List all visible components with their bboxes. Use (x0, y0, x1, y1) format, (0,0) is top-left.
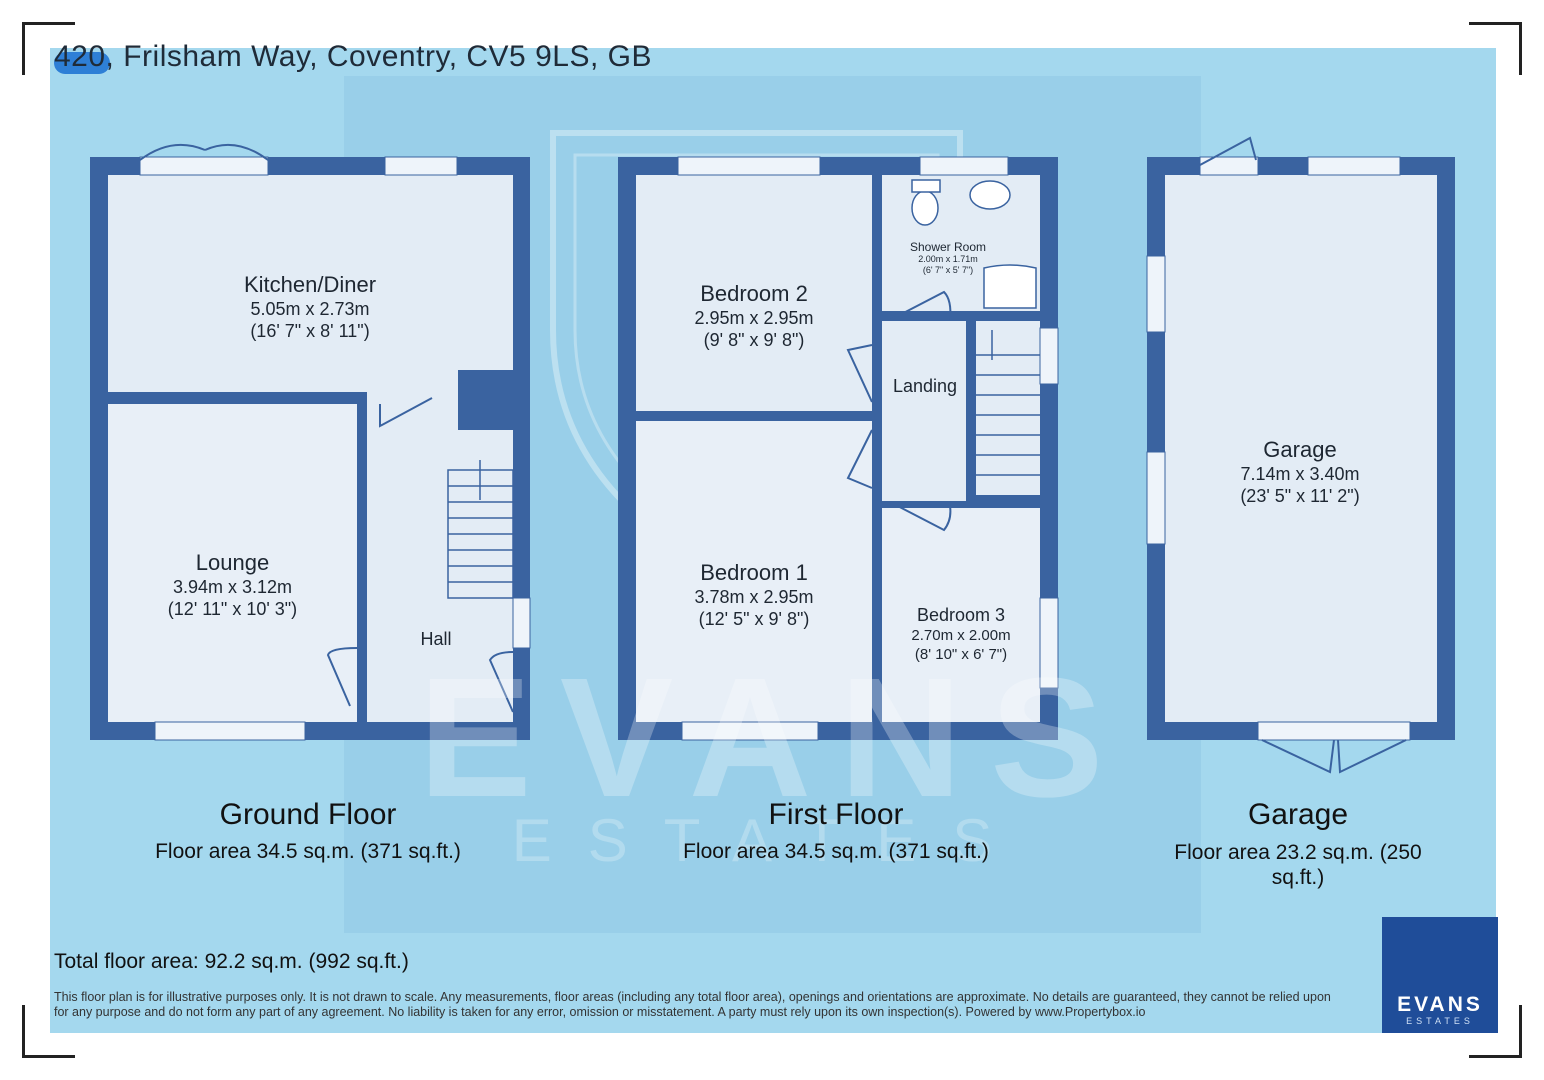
room-name: Landing (892, 376, 958, 396)
kitchen-room (108, 175, 513, 392)
room-imperial: (9' 8" x 9' 8") (703, 330, 805, 350)
room-bedroom-2-label: Bedroom 2 2.95m x 2.95m (9' 8" x 9' 8") (636, 281, 872, 351)
room-imperial: (12' 11" x 10' 3") (167, 599, 298, 619)
total-floor-area: Total floor area: 92.2 sq.m. (992 sq.ft.… (54, 950, 409, 973)
room-metric: 3.94m x 3.12m (172, 577, 293, 597)
watermark-subword: ESTATES (511, 807, 1029, 874)
room-shower-label: Shower Room 2.00m x 1.71m (6' 7" x 5' 7"… (888, 240, 1008, 276)
room-imperial: (12' 5" x 9' 8") (698, 609, 810, 629)
first-floor-plan (618, 156, 1059, 741)
room-landing-label: Landing (875, 375, 975, 397)
first-floor-area: Floor area 34.5 sq.m. (371 sq.ft.) (683, 840, 989, 863)
room-imperial: (23' 5" x 11' 2") (1240, 486, 1360, 506)
first-floor-title: First Floor (768, 798, 904, 831)
room-bedroom-1-label: Bedroom 1 3.78m x 2.95m (12' 5" x 9' 8") (636, 560, 872, 630)
room-bedroom-3-label: Bedroom 3 2.70m x 2.00m (8' 10" x 6' 7") (882, 604, 1040, 664)
room-name: Lounge (195, 550, 270, 575)
bedroom-3-room (882, 508, 1040, 722)
disclaimer-text: This floor plan is for illustrative purp… (54, 990, 1331, 1019)
room-metric: 2.00m x 1.71m (918, 254, 978, 264)
watermark-word: EVANS (418, 643, 1132, 833)
redaction-mark (54, 52, 110, 74)
crop-mark-top-right (1469, 22, 1522, 75)
garage-floor-title: Garage (1247, 798, 1349, 831)
room-imperial: (16' 7" x 8' 11") (250, 321, 370, 341)
room-imperial: (6' 7" x 5' 7") (922, 265, 974, 275)
room-kitchen-label: Kitchen/Diner 5.05m x 2.73m (16' 7" x 8'… (160, 272, 460, 342)
room-garage-label: Garage 7.14m x 3.40m (23' 5" x 11' 2") (1200, 437, 1400, 507)
hall-room (367, 404, 513, 722)
room-name: Hall (420, 629, 452, 649)
logo-subtitle: ESTATES (1406, 1016, 1474, 1026)
room-metric: 5.05m x 2.73m (250, 299, 370, 319)
ground-floor-area: Floor area 34.5 sq.m. (371 sq.ft.) (155, 840, 461, 863)
room-metric: 7.14m x 3.40m (1240, 464, 1360, 484)
logo-wordmark: EVANS (1397, 993, 1483, 1016)
room-lounge-label: Lounge 3.94m x 3.12m (12' 11" x 10' 3") (110, 550, 355, 620)
room-name: Kitchen/Diner (243, 272, 377, 297)
room-name: Bedroom 2 (700, 281, 808, 306)
bedroom-1-room (636, 421, 872, 722)
garage-plan (1146, 136, 1455, 774)
room-metric: 3.78m x 2.95m (694, 587, 814, 607)
property-address: 420, Frilsham Way, Coventry, CV5 9LS, GB (54, 40, 652, 73)
ground-floor-title: Ground Floor (219, 798, 397, 831)
room-name: Garage (1263, 437, 1337, 462)
garage-room (1165, 175, 1437, 722)
room-name: Shower Room (909, 240, 987, 254)
room-metric: 2.95m x 2.95m (694, 308, 814, 328)
room-imperial: (8' 10" x 6' 7") (914, 646, 1008, 663)
evans-estates-logo: EVANS ESTATES (1382, 917, 1498, 1033)
room-metric: 2.70m x 2.00m (911, 627, 1011, 644)
room-name: Bedroom 3 (916, 605, 1006, 625)
crop-mark-top-left (22, 22, 75, 75)
room-name: Bedroom 1 (700, 560, 808, 585)
ground-floor-plan (90, 143, 531, 741)
crop-mark-bottom-right (1469, 1005, 1522, 1058)
landing-room (882, 321, 966, 501)
bedroom-2-room (636, 175, 872, 411)
garage-floor-area: Floor area 23.2 sq.m. (250 sq.ft.) (1174, 841, 1422, 889)
room-hall-label: Hall (386, 628, 486, 650)
crop-mark-bottom-left (22, 1005, 75, 1058)
lounge-room (108, 404, 357, 722)
